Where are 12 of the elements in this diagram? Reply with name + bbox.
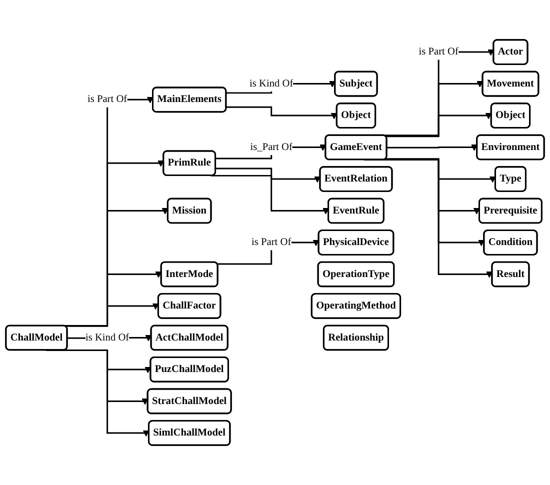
arrow — [226, 106, 338, 120]
edge-label: is Part Of — [87, 94, 128, 106]
arrow — [386, 144, 478, 151]
edge-label: is Part Of — [252, 236, 292, 248]
edge-label: is Part Of — [418, 46, 458, 58]
edge-label: is Kind Of — [250, 78, 294, 90]
arrow — [210, 174, 329, 214]
arrow — [386, 158, 496, 183]
edge-label: is Kind Of — [85, 332, 130, 344]
arrow — [386, 112, 492, 138]
arrow — [216, 168, 321, 183]
edge-label: is_Part Of — [250, 142, 292, 153]
